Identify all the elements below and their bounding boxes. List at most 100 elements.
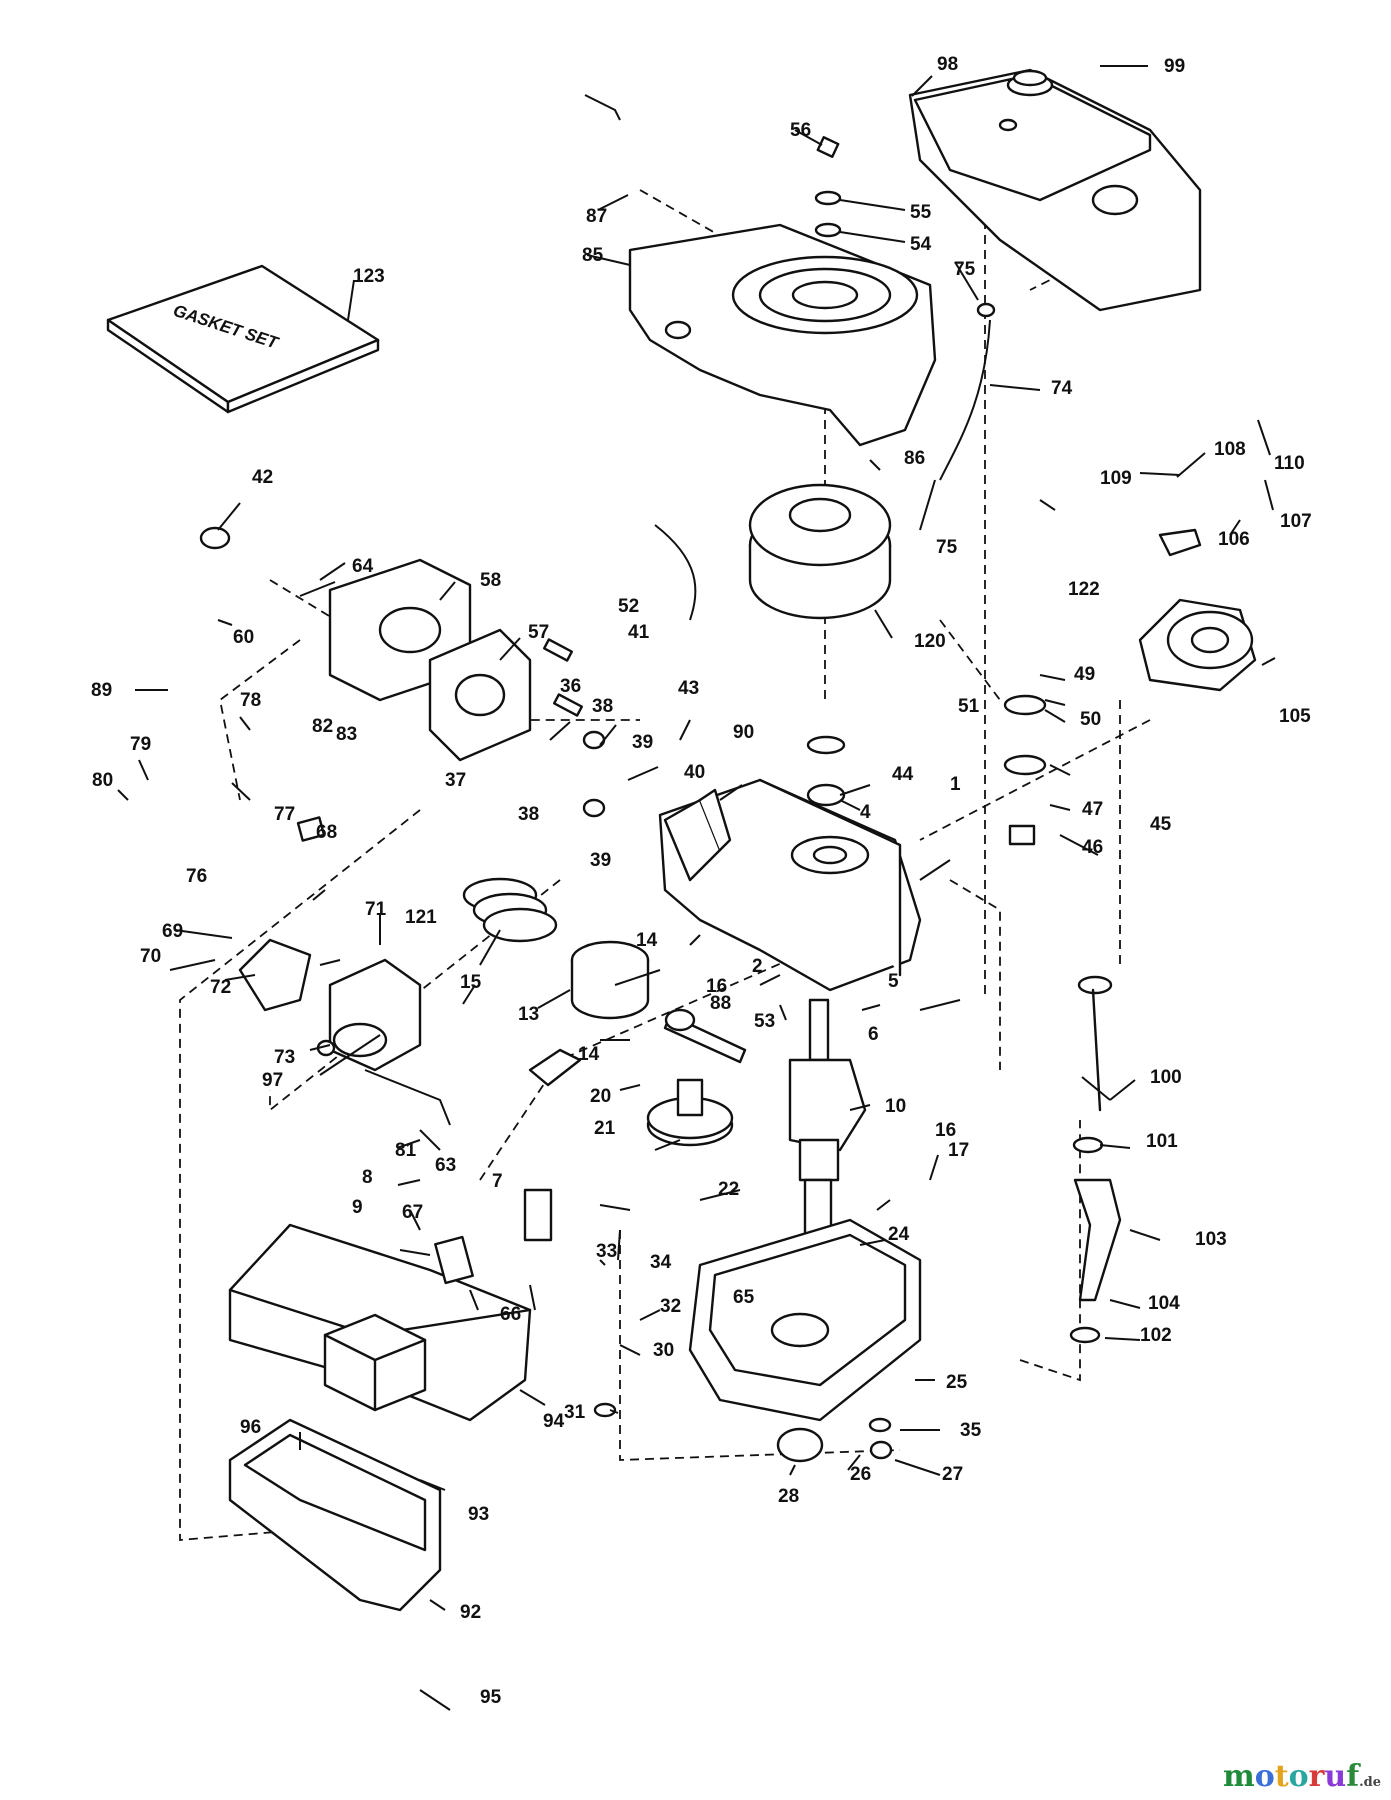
- part-callout-41: 41: [628, 622, 650, 643]
- fuel-tank: [908, 68, 1202, 312]
- air-filter-element: [323, 1313, 427, 1412]
- watermark-letter: o: [1288, 1759, 1309, 1794]
- part-callout-39: 39: [590, 850, 611, 871]
- part-callout-64: 64: [352, 556, 374, 577]
- intake-tube: [238, 938, 312, 1012]
- watermark-letter: m: [1222, 1759, 1255, 1794]
- part-callout-14: 14: [578, 1044, 600, 1065]
- part-callout-30: 30: [653, 1340, 674, 1361]
- part-callout-17: 17: [948, 1140, 969, 1161]
- part-callout-101: 101: [1146, 1131, 1178, 1152]
- watermark-letter: o: [1254, 1759, 1275, 1794]
- part-callout-60: 60: [233, 627, 254, 648]
- part-callout-14: 14: [636, 930, 658, 951]
- part-callout-44: 44: [892, 764, 914, 785]
- part-callout-58: 58: [480, 570, 501, 591]
- part-callout-10: 10: [885, 1096, 906, 1117]
- watermark-suffix: .de: [1359, 1775, 1381, 1790]
- part-callout-109: 109: [1100, 468, 1132, 489]
- part-callout-32: 32: [660, 1296, 681, 1317]
- part-callout-22: 22: [718, 1179, 739, 1200]
- oil-fill-tube: [1073, 1178, 1122, 1302]
- dipstick: [1077, 975, 1113, 1112]
- part-callout-42: 42: [252, 467, 273, 488]
- part-callout-9: 9: [352, 1197, 363, 1218]
- part-callout-97: 97: [262, 1070, 283, 1091]
- part-callout-20: 20: [590, 1086, 611, 1107]
- part-callout-107: 107: [1280, 511, 1312, 532]
- part-callout-15: 15: [460, 972, 482, 993]
- part-callout-24: 24: [888, 1224, 910, 1245]
- carburetor: [328, 958, 422, 1072]
- part-callout-98: 98: [937, 54, 958, 75]
- part-callout-106: 106: [1218, 529, 1250, 550]
- gasket-set: GASKET SET: [106, 264, 380, 414]
- watermark-letter: u: [1324, 1759, 1347, 1794]
- part-callout-66: 66: [500, 1304, 521, 1325]
- part-callout-122: 122: [1068, 579, 1100, 600]
- part-callout-27: 27: [942, 1464, 963, 1485]
- fuel-line: [939, 319, 991, 481]
- part-callout-13: 13: [518, 1004, 539, 1025]
- part-callout-63: 63: [435, 1155, 456, 1176]
- part-callout-73: 73: [274, 1047, 295, 1068]
- part-callout-75: 75: [954, 259, 976, 280]
- part-callout-68: 68: [316, 822, 337, 843]
- part-callout-70: 70: [140, 946, 161, 967]
- rewind-starter: [1138, 528, 1257, 692]
- camshaft-gear: [646, 1078, 734, 1147]
- part-callout-76: 76: [186, 866, 207, 887]
- part-callout-92: 92: [460, 1602, 481, 1623]
- part-callout-96: 96: [240, 1417, 261, 1438]
- part-callout-31: 31: [564, 1402, 586, 1423]
- part-callout-99: 99: [1164, 56, 1185, 77]
- part-callout-47: 47: [1082, 799, 1103, 820]
- part-callout-83: 83: [336, 724, 357, 745]
- part-callout-25: 25: [946, 1372, 968, 1393]
- part-callout-54: 54: [910, 234, 932, 255]
- part-callout-38: 38: [592, 696, 613, 717]
- part-callout-5: 5: [888, 971, 899, 992]
- part-callout-120: 120: [914, 631, 946, 652]
- part-callout-51: 51: [958, 696, 980, 717]
- watermark-letter: t: [1274, 1759, 1289, 1794]
- part-callout-34: 34: [650, 1252, 672, 1273]
- part-callout-82: 82: [312, 716, 333, 737]
- part-callout-81: 81: [395, 1140, 417, 1161]
- part-callout-65: 65: [733, 1287, 755, 1308]
- cylinder-block: [658, 778, 922, 992]
- part-callout-71: 71: [365, 899, 387, 920]
- part-callout-88: 88: [710, 993, 731, 1014]
- part-callout-80: 80: [92, 770, 113, 791]
- part-callout-94: 94: [543, 1411, 565, 1432]
- hardware: [199, 136, 1104, 1463]
- part-callout-100: 100: [1150, 1067, 1182, 1088]
- part-callout-16: 16: [706, 976, 727, 997]
- part-callout-16: 16: [935, 1120, 956, 1141]
- part-callout-121: 121: [405, 907, 437, 928]
- crankshaft: [788, 998, 867, 1237]
- part-callout-87: 87: [586, 206, 607, 227]
- part-callout-90: 90: [733, 722, 754, 743]
- part-callout-46: 46: [1082, 837, 1103, 858]
- part-callout-74: 74: [1051, 378, 1073, 399]
- part-callout-8: 8: [362, 1167, 373, 1188]
- piston-rings: [462, 877, 558, 943]
- part-callout-108: 108: [1214, 439, 1246, 460]
- flywheel: [748, 483, 892, 620]
- watermark-letter: f: [1346, 1759, 1360, 1794]
- blower-housing: [628, 223, 937, 447]
- part-callout-110: 110: [1274, 453, 1305, 474]
- watermark-letter: r: [1308, 1759, 1325, 1794]
- part-callout-2: 2: [752, 956, 763, 977]
- part-callout-123: 123: [353, 266, 385, 287]
- part-callout-69: 69: [162, 921, 183, 942]
- part-callout-79: 79: [130, 734, 151, 755]
- part-callout-103: 103: [1195, 1229, 1227, 1250]
- air-cleaner-base: [228, 1418, 442, 1612]
- part-callout-33: 33: [596, 1241, 617, 1262]
- part-callout-21: 21: [594, 1118, 616, 1139]
- part-callout-67: 67: [402, 1202, 423, 1223]
